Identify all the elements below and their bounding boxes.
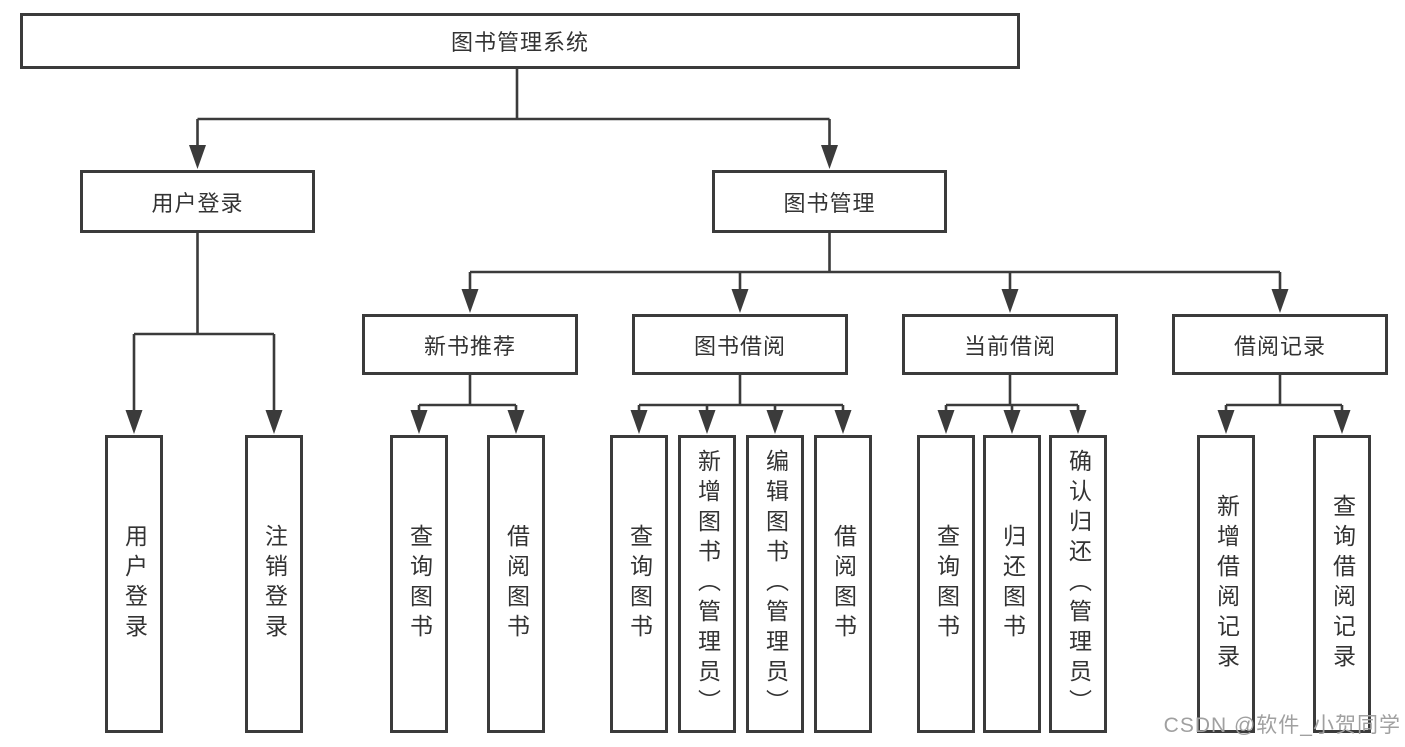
node-current-borrowing: 当前借阅 [902,314,1118,375]
node-new-book-recommendation: 新书推荐 [362,314,578,375]
node-borrow-books-1-label: 借阅图书 [503,524,530,644]
node-query-books-3-label: 查询图书 [933,524,960,644]
node-user-login-label: 用户登录 [121,524,148,644]
node-add-borrow-record: 新增借阅记录 [1197,435,1255,733]
node-book-management-branch: 图书管理 [712,170,947,233]
node-confirm-return-admin: 确认归还（管理员） [1049,435,1107,733]
node-query-borrow-record-label: 查询借阅记录 [1329,494,1356,674]
node-logout-label: 注销登录 [261,524,288,644]
node-add-borrow-record-label: 新增借阅记录 [1213,494,1240,674]
node-query-books-1: 查询图书 [390,435,448,733]
node-add-books-admin-label: 新增图书（管理员） [694,449,721,719]
node-borrow-books-1: 借阅图书 [487,435,545,733]
node-return-books: 归还图书 [983,435,1041,733]
csdn-watermark: CSDN @软件_小贺同学 [1163,714,1401,737]
node-confirm-return-admin-label: 确认归还（管理员） [1065,449,1092,719]
node-logout: 注销登录 [245,435,303,733]
node-query-borrow-record: 查询借阅记录 [1313,435,1371,733]
node-borrowing-records: 借阅记录 [1172,314,1388,375]
node-edit-books-admin-label: 编辑图书（管理员） [762,449,789,719]
node-borrow-books-2-label: 借阅图书 [830,524,857,644]
node-query-books-3: 查询图书 [917,435,975,733]
node-user-login: 用户登录 [105,435,163,733]
node-edit-books-admin: 编辑图书（管理员） [746,435,804,733]
node-book-borrowing: 图书借阅 [632,314,848,375]
node-borrow-books-2: 借阅图书 [814,435,872,733]
node-query-books-2: 查询图书 [610,435,668,733]
node-user-login-branch: 用户登录 [80,170,315,233]
node-query-books-2-label: 查询图书 [626,524,653,644]
node-add-books-admin: 新增图书（管理员） [678,435,736,733]
node-book-management-system: 图书管理系统 [20,13,1020,69]
node-return-books-label: 归还图书 [999,524,1026,644]
node-query-books-1-label: 查询图书 [406,524,433,644]
